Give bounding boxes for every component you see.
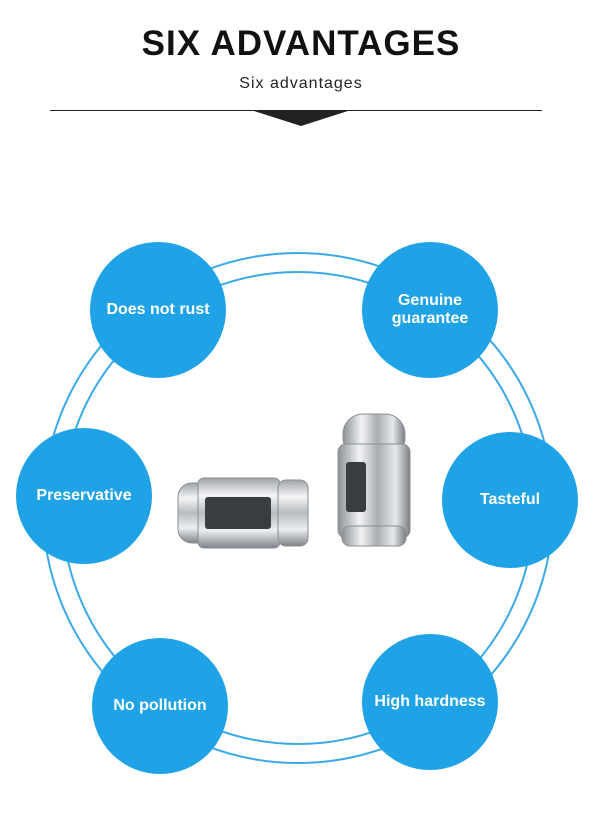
advantage-preservative: Preservative <box>16 428 152 564</box>
advantage-genuine-guarantee: Genuine guarantee <box>362 242 498 378</box>
divider-notch <box>251 110 351 126</box>
advantage-no-pollution: No pollution <box>92 638 228 774</box>
page-title: SIX ADVANTAGES <box>141 24 461 63</box>
advantage-does-not-rust: Does not rust <box>90 242 226 378</box>
page-subtitle: Six advantages <box>239 75 363 92</box>
advantage-tasteful: Tasteful <box>442 432 578 568</box>
advantage-high-hardness: High hardness <box>362 634 498 770</box>
